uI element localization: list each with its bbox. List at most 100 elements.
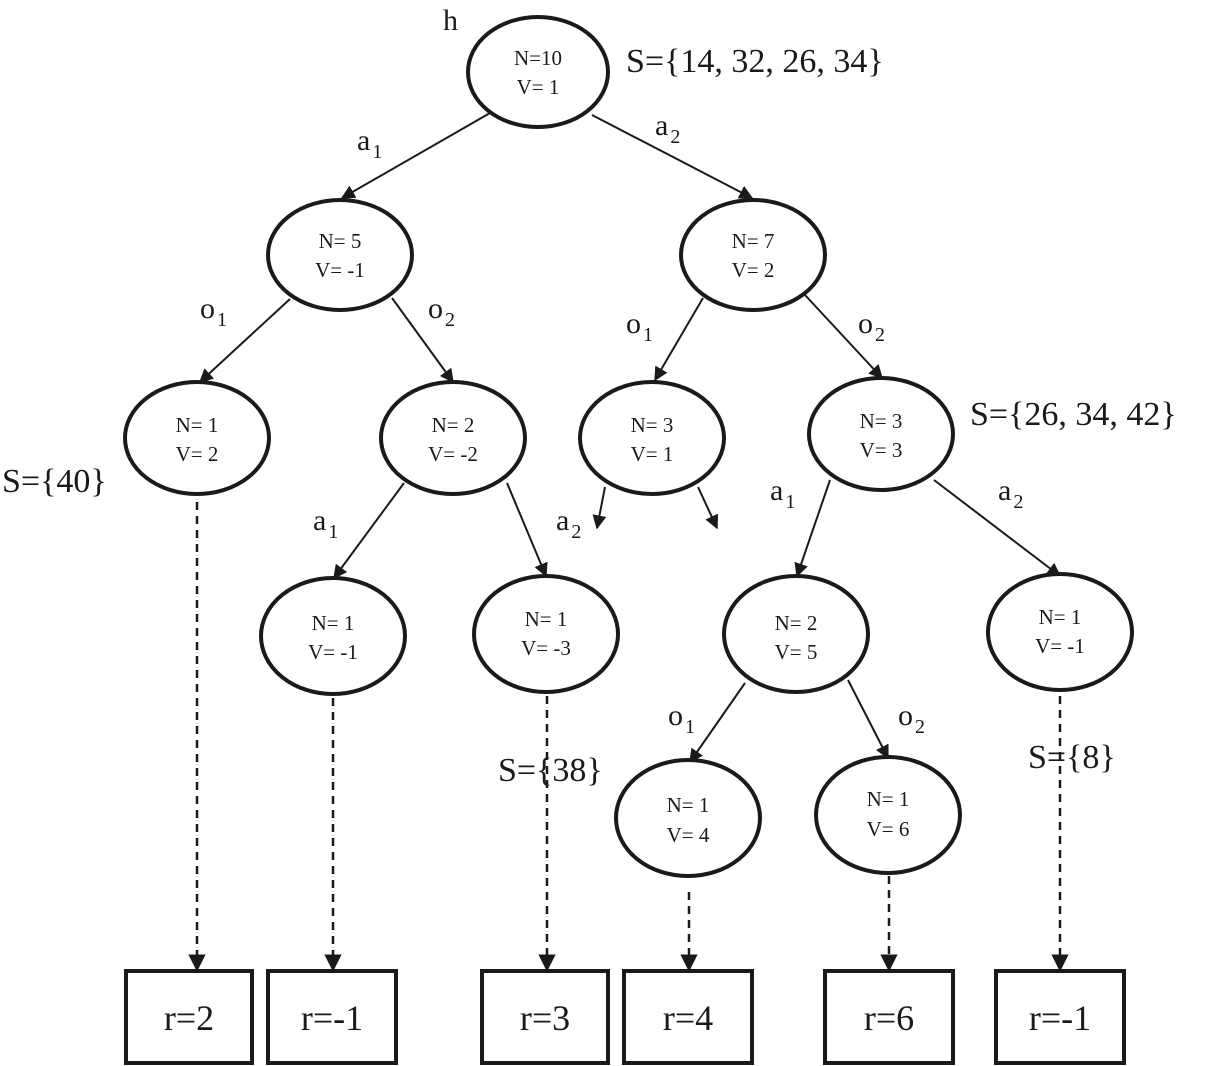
node-v-value: V= -1 [308,640,358,664]
reward-value: r=-1 [301,998,363,1038]
edge-a2o2-a1 [794,479,831,578]
node-v-value: V= -1 [315,258,365,282]
edge-label-base: o [428,292,443,325]
history-label: h [443,4,458,37]
reward-value: r=6 [864,998,914,1038]
tree-node-a1-o2-a1: N= 1 V= -1 [259,576,407,696]
node-v-value: V= -2 [428,442,478,466]
edge-label-base: o [858,307,873,340]
tree-node-a1: N= 5 V= -1 [266,198,414,312]
node-v-value: V= 2 [732,258,775,282]
tree-nodes: N=10 V= 1 N= 5 V= -1 N= 7 V= 2 N= 1 V= 2… [123,15,1134,878]
reward-box: r=3 [480,969,610,1065]
edge-label-subscript: 1 [217,309,227,331]
edge-label-subscript: 2 [571,521,581,543]
tree-node-a1-o2: N= 2 V= -2 [379,380,527,496]
rollout-edges [188,502,1069,972]
reward-box: r=6 [823,969,955,1065]
node-v-value: V= 1 [517,75,560,99]
edge-label-base: a [770,474,783,507]
edge-label-subscript: 2 [1013,491,1023,513]
node-v-value: V= 6 [867,817,910,841]
edge-label-base: o [898,699,913,732]
tree-node-a2-o2: N= 3 V= 3 [807,376,955,492]
node-n-value: N= 7 [732,229,775,253]
edge-label-base: a [357,124,370,157]
node-v-value: V= -3 [521,636,571,660]
edge-label-subscript: 2 [445,309,455,331]
edge-a1o2-a2 [506,482,548,578]
tree-node-a2-o2-a1: N= 2 V= 5 [722,574,870,694]
reward-box: r=-1 [266,969,398,1065]
edge-a2o2a1-o2 [847,679,889,760]
node-v-value: V= 3 [860,438,903,462]
tree-node-a2-o2-a1-o2: N= 1 V= 6 [814,755,962,875]
edge-label-subscript: 2 [670,126,680,148]
reward-value: r=2 [164,998,214,1038]
edge-a2o2-a2 [933,479,1062,577]
particle-set-a1-o1: S={40} [2,463,107,500]
tree-node-a1-o1: N= 1 V= 2 [123,380,271,496]
edge-a2o2a1-o1 [689,682,746,764]
edge-label-subscript: 1 [372,141,382,163]
tree-node-a2-o2-a1-o1: N= 1 V= 4 [614,758,762,878]
node-n-value: N= 3 [631,413,674,437]
edge-label-subscript: 1 [685,716,695,738]
reward-box: r=4 [622,969,754,1065]
node-n-value: N= 1 [176,413,219,437]
edge-label-base: o [200,292,215,325]
node-v-value: V= 2 [176,442,219,466]
tree-edges [198,112,1062,764]
tree-node-a2-o1: N= 3 V= 1 [578,380,726,496]
edge-label-base: a [998,474,1011,507]
reward-box: r=2 [124,969,254,1065]
tree-node-a2: N= 7 V= 2 [679,198,827,312]
node-n-value: N= 1 [1039,605,1082,629]
particle-set-a1-o2-a2: S={38} [498,752,603,789]
particle-set-a2-o2-a2: S={8} [1028,739,1116,776]
edge-label-subscript: 1 [643,324,653,346]
node-n-value: N= 1 [867,787,910,811]
edge-a1-o2 [391,297,454,384]
edge-a1-o1 [198,298,291,383]
edge-a1o2-a1 [333,482,405,580]
reward-box: r=-1 [994,969,1126,1065]
reward-value: r=3 [520,998,570,1038]
reward-value: r=-1 [1029,998,1091,1038]
node-n-value: N= 3 [860,409,903,433]
edge-label-subscript: 2 [875,324,885,346]
reward-value: r=4 [663,998,713,1038]
reward-leaves: r=2 r=-1 r=3 r=4 r=6 r=-1 [124,969,1126,1065]
edge-a2-o1 [654,297,704,382]
edge-label-base: a [313,504,326,537]
particle-set-root: S={14, 32, 26, 34} [626,43,884,80]
node-n-value: N= 5 [319,229,362,253]
node-n-value: N= 2 [775,611,818,635]
particle-set-a2-o2: S={26, 34, 42} [970,396,1177,433]
edge-root-a2 [591,114,754,199]
edge-label-subscript: 1 [328,521,338,543]
edge-label-subscript: 1 [785,491,795,513]
node-n-value: N= 2 [432,413,475,437]
edge-a2o1-a1-stub [592,486,607,530]
edge-a2-o2 [804,294,883,380]
tree-node-a1-o2-a2: N= 1 V= -3 [472,574,620,694]
edge-a2o1-a2-stub [697,486,719,530]
node-n-value: N=10 [514,46,562,70]
edge-label-base: a [556,504,569,537]
particle-sets: S={14, 32, 26, 34} S={40} S={26, 34, 42}… [2,43,1177,789]
edge-label-base: o [668,699,683,732]
edge-label-base: o [626,307,641,340]
edge-root-a1 [340,112,491,199]
